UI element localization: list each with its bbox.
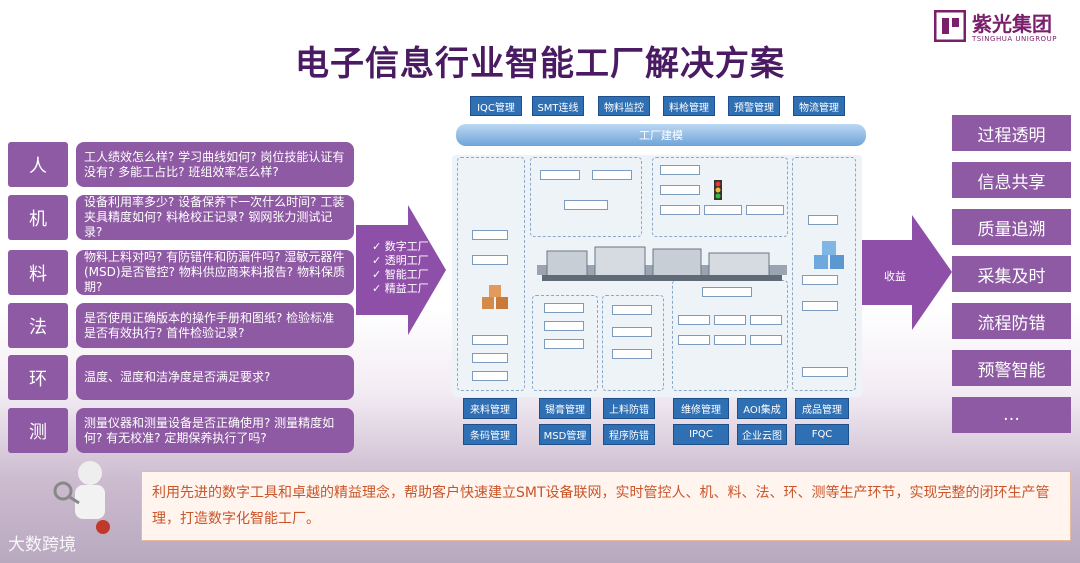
- diagram-node: [544, 339, 584, 349]
- factor-label: 人: [8, 142, 68, 187]
- diagram-node: [660, 185, 700, 195]
- factor-question: 温度、湿度和洁净度是否满足要求?: [76, 355, 354, 400]
- factory-modeling-bar[interactable]: 工厂建模: [456, 124, 866, 146]
- diagram-node: [612, 349, 652, 359]
- factor-question: 工人绩效怎么样? 学习曲线如何? 岗位技能认证有没有? 多能工占比? 班组效率怎…: [76, 142, 354, 187]
- diagram-node: [472, 371, 508, 381]
- traffic-light-icon: [708, 180, 728, 200]
- arrow-items: ✓ 数字工厂 ✓ 透明工厂 ✓ 智能工厂 ✓ 精益工厂: [372, 240, 429, 296]
- logo-name: 紫光集团: [972, 8, 1052, 37]
- module-button[interactable]: 来料管理: [463, 398, 517, 419]
- benefit-button[interactable]: 过程透明: [952, 115, 1071, 151]
- module-button[interactable]: 维修管理: [673, 398, 729, 419]
- module-button[interactable]: MSD管理: [539, 424, 591, 445]
- benefit-button[interactable]: 信息共享: [952, 162, 1071, 198]
- factor-label: 测: [8, 408, 68, 453]
- finished-section: [792, 157, 856, 391]
- diagram-node: [540, 170, 580, 180]
- diagram-node: [544, 321, 584, 331]
- factor-question: 物料上料对吗? 有防错件和防漏件吗? 湿敏元器件(MSD)是否管控? 物料供应商…: [76, 250, 354, 295]
- benefit-button[interactable]: 质量追溯: [952, 209, 1071, 245]
- factor-label: 环: [8, 355, 68, 400]
- arrow-item: ✓ 智能工厂: [372, 268, 429, 282]
- benefit-button[interactable]: …: [952, 397, 1071, 433]
- diagram-node: [660, 205, 700, 215]
- top-button-feeder[interactable]: 料枪管理: [663, 96, 715, 116]
- top-button-logistics[interactable]: 物流管理: [793, 96, 845, 116]
- thinking-figure-icon: [35, 455, 130, 535]
- factor-label: 法: [8, 303, 68, 348]
- module-button[interactable]: 成品管理: [795, 398, 849, 419]
- diagram-node: [678, 315, 710, 325]
- diagram-node: [678, 335, 710, 345]
- smt-monitor-section: [530, 157, 642, 237]
- diagram-node: [472, 230, 508, 240]
- benefit-button[interactable]: 采集及时: [952, 256, 1071, 292]
- diagram-node: [544, 303, 584, 313]
- module-button[interactable]: 上料防错: [603, 398, 655, 419]
- module-button[interactable]: AOI集成: [737, 398, 787, 419]
- smt-flow-diagram: [452, 155, 862, 397]
- factor-label: 机: [8, 195, 68, 240]
- module-button[interactable]: 程序防错: [603, 424, 655, 445]
- right-arrow-icon: [862, 215, 952, 330]
- smt-line-icon: [537, 243, 787, 293]
- logo-icon: [934, 10, 966, 42]
- diagram-node: [702, 287, 752, 297]
- diagram-node: [612, 327, 652, 337]
- yield-label: 收益: [884, 268, 906, 284]
- diagram-node: [802, 301, 838, 311]
- diagram-node: [564, 200, 608, 210]
- top-button-smt[interactable]: SMT连线: [532, 96, 584, 116]
- diagram-node: [472, 255, 508, 265]
- product-boxes-icon: [812, 237, 848, 273]
- company-logo: 紫光集团 TSINGHUA UNIGROUP: [934, 8, 1074, 48]
- arrow-item: ✓ 透明工厂: [372, 254, 429, 268]
- arrow-item: ✓ 数字工厂: [372, 240, 429, 254]
- diagram-node: [660, 165, 700, 175]
- watermark: 大数跨境: [8, 530, 76, 555]
- factor-question: 测量仪器和测量设备是否正确使用? 测量精度如何? 有无校准? 定期保养执行了吗?: [76, 408, 354, 453]
- diagram-node: [808, 215, 838, 225]
- benefit-button[interactable]: 预警智能: [952, 350, 1071, 386]
- diagram-node: [704, 205, 742, 215]
- arrow-item: ✓ 精益工厂: [372, 282, 429, 296]
- page-title: 电子信息行业智能工厂解决方案: [0, 36, 1080, 85]
- diagram-node: [714, 315, 746, 325]
- diagram-node: [612, 305, 652, 315]
- factor-label: 料: [8, 250, 68, 295]
- benefit-button[interactable]: 流程防错: [952, 303, 1071, 339]
- summary-text: 利用先进的数字工具和卓越的精益理念，帮助客户快速建立SMT设备联网，实时管控人、…: [141, 471, 1071, 541]
- diagram-node: [472, 353, 508, 363]
- diagram-node: [802, 275, 838, 285]
- factor-question: 是否使用正确版本的操作手册和图纸? 检验标准是否有效执行? 首件检验记录?: [76, 303, 354, 348]
- diagram-node: [746, 205, 784, 215]
- module-button[interactable]: IPQC: [673, 424, 729, 445]
- top-button-iqc[interactable]: IQC管理: [470, 96, 522, 116]
- material-boxes-icon: [480, 283, 510, 313]
- module-button[interactable]: 条码管理: [463, 424, 517, 445]
- diagram-node: [592, 170, 632, 180]
- top-button-warning[interactable]: 预警管理: [728, 96, 780, 116]
- diagram-node: [802, 367, 848, 377]
- factor-question: 设备利用率多少? 设备保养下一次什么时间? 工装夹具精度如何? 料枪校正记录? …: [76, 195, 354, 240]
- diagram-node: [750, 315, 782, 325]
- module-button[interactable]: FQC: [795, 424, 849, 445]
- module-button[interactable]: 锡膏管理: [539, 398, 591, 419]
- logo-subtitle: TSINGHUA UNIGROUP: [972, 35, 1057, 43]
- module-button[interactable]: 企业云图: [737, 424, 787, 445]
- diagram-node: [472, 335, 508, 345]
- diagram-node: [750, 335, 782, 345]
- diagram-node: [714, 335, 746, 345]
- top-button-material-monitor[interactable]: 物料监控: [598, 96, 650, 116]
